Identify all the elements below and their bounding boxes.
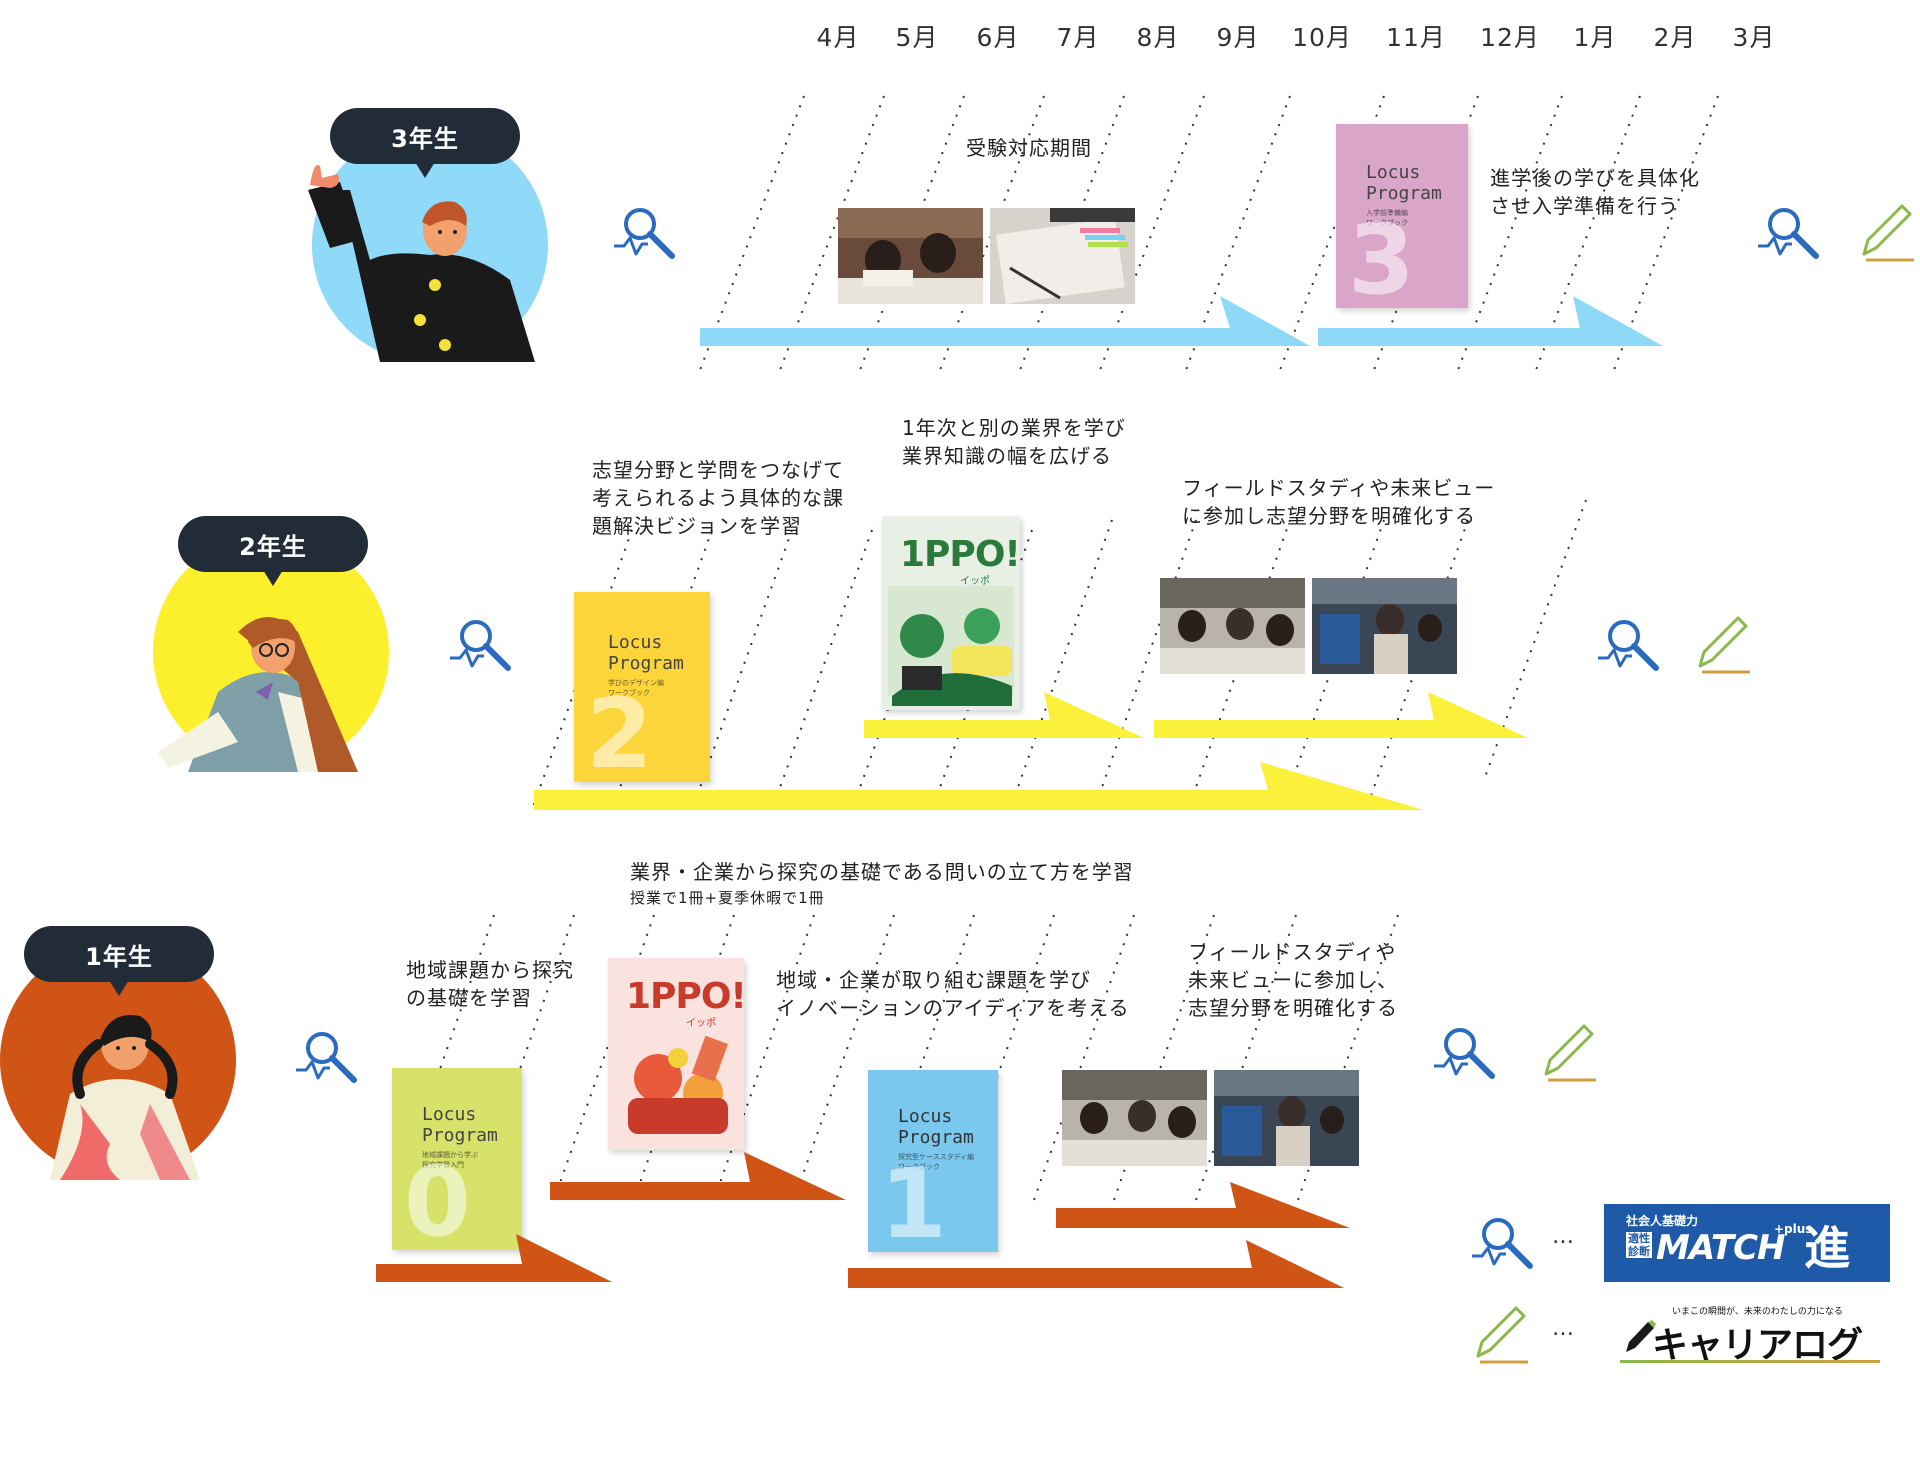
ippo-title: 1PPO! [900, 534, 1020, 575]
book-subtitle: 地域課題から学ぶ 探究学習入門 [422, 1151, 478, 1169]
grade1-field-photo-workshop [1214, 1070, 1359, 1166]
month-label: 12月 [1480, 23, 1540, 52]
book-subtitle: 学びのデザイン編 ワークブック [608, 679, 664, 697]
book-subtitle: 探究型ケーススタディ編 ワークブック [898, 1153, 975, 1171]
career-logo-pencil-icon [1626, 1320, 1656, 1352]
grade2-label: 2年生 [178, 516, 368, 586]
grade2-arrow-industry [864, 692, 1144, 738]
match-diagnosis-icon [1598, 620, 1659, 671]
month-label: 1月 [1573, 23, 1617, 52]
ippo-book-green: 1PPO! イッポ [882, 516, 1020, 710]
match-logo-tagline: 社会人基礎力 [1626, 1214, 1699, 1228]
grade2-character-illustration [153, 534, 389, 772]
legend-ellipsis: … [1552, 1224, 1576, 1249]
career-log-pencil-icon [1476, 1306, 1528, 1364]
grade2-arrow-field [1154, 692, 1528, 738]
ippo-book-pink: 1PPO! イッポ [608, 958, 744, 1150]
grade3-prep-desc: 進学後の学びを具体化 させ入学準備を行う [1490, 166, 1700, 218]
career-logo-main: キャリアログ [1652, 1325, 1863, 1366]
book-number: 0 [404, 1146, 471, 1258]
match-diagnosis-icon [296, 1032, 357, 1083]
ippo-subtitle: イッポ [960, 576, 990, 587]
grade3-exam-photo-students [838, 208, 983, 304]
ippo-green-cover-art [888, 586, 1014, 706]
month-label: 11月 [1386, 23, 1446, 52]
grade3-label: 3年生 [330, 108, 520, 178]
match-logo-kanji: 進路 [1804, 1221, 1850, 1341]
grade1-arrow-inquiry [550, 1152, 846, 1200]
month-label: 9月 [1216, 23, 1260, 52]
locus-program-book-0: Locus Program 地域課題から学ぶ 探究学習入門 0 [392, 1068, 522, 1250]
grade3-exam-photo-notebook [990, 208, 1135, 304]
ippo-pink-cover-art [628, 1035, 728, 1134]
month-label: 2月 [1653, 23, 1697, 52]
match-diagnosis-icon [614, 208, 675, 259]
grade2-field-desc: フィールドスタディや未来ビュー に参加し志望分野を明確化する [1182, 476, 1496, 528]
grade3-arrow-exam [700, 296, 1310, 346]
match-plus-logo: 社会人基礎力 適性 診断 MATCH +plus 進路 [1604, 1204, 1890, 1341]
grade3-exam-desc: 受験対応期間 [966, 136, 1092, 160]
match-diagnosis-icon [1472, 1218, 1533, 1269]
grade1-local-desc: 地域課題から探究 の基礎を学習 [406, 958, 574, 1010]
match-logo-main: MATCH [1656, 1228, 1785, 1268]
ippo-subtitle: イッポ [686, 1018, 716, 1029]
grade1-field-desc: フィールドスタディや 未来ビューに参加し、 志望分野を明確化する [1188, 940, 1398, 1020]
grade2-arrow-vision [534, 762, 1424, 810]
career-log-pencil-icon [1698, 616, 1750, 674]
month-label: 8月 [1136, 23, 1180, 52]
match-logo-side: 適性 診断 [1626, 1232, 1652, 1258]
grade2-field-photo-workshop [1312, 578, 1457, 674]
book-title: Locus Program [1366, 162, 1442, 204]
career-log-logo: いまこの瞬間が、未来のわたしの力になる キャリアログ [1620, 1304, 1888, 1366]
grade2-vision-desc: 志望分野と学問をつなげて 考えられるよう具体的な課 題解決ビジョンを学習 [592, 458, 844, 538]
career-log-pencil-icon [1862, 204, 1914, 262]
month-label: 4月 [816, 23, 860, 52]
locus-program-book-3: Locus Program 入学前準備編 ワークブック 3 [1336, 124, 1468, 308]
ippo-title: 1PPO! [626, 976, 744, 1017]
month-label: 10月 [1292, 23, 1352, 52]
grade2-industry-desc: 1年次と別の業界を学び 業界知識の幅を広げる [902, 416, 1126, 468]
locus-program-book-2: Locus Program 学びのデザイン編 ワークブック 2 [574, 592, 710, 782]
grade1-innovation-desc: 地域・企業が取り組む課題を学び イノベーションのアイディアを考える [776, 968, 1130, 1020]
grade3-character-illustration [308, 130, 548, 362]
grade1-arrow-local [376, 1234, 612, 1282]
grade1-arrow-field [1056, 1182, 1350, 1228]
book-subtitle: 入学前準備編 ワークブック [1366, 209, 1408, 227]
grade1-character-illustration [0, 944, 236, 1180]
book-title: Locus Program [422, 1104, 498, 1146]
book-number: 1 [880, 1148, 947, 1260]
book-title: Locus Program [608, 632, 684, 674]
career-logo-underline [1620, 1360, 1880, 1363]
month-label: 5月 [895, 23, 939, 52]
book-number: 3 [1348, 204, 1415, 316]
match-diagnosis-icon [1758, 208, 1819, 259]
grade1-inquiry-subdesc: 授業で1冊+夏季休暇で1冊 [630, 889, 825, 907]
grade3-arrow-prep [1318, 296, 1663, 346]
grade2-field-photo-discussion [1160, 578, 1305, 674]
grade1-field-photo-discussion [1062, 1070, 1207, 1166]
match-diagnosis-icon [1434, 1028, 1495, 1079]
book-title: Locus Program [898, 1106, 974, 1148]
grade1-arrow-innovation [848, 1240, 1344, 1288]
grade1-inquiry-desc: 業界・企業から探究の基礎である問いの立て方を学習 [630, 860, 1134, 884]
legend-ellipsis: … [1552, 1316, 1576, 1341]
month-label: 7月 [1056, 23, 1100, 52]
career-logo-tagline: いまこの瞬間が、未来のわたしの力になる [1672, 1307, 1843, 1317]
locus-program-book-1: Locus Program 探究型ケーススタディ編 ワークブック 1 [868, 1070, 998, 1252]
grade1-label: 1年生 [24, 926, 214, 996]
month-label: 3月 [1732, 23, 1776, 52]
career-log-pencil-icon [1544, 1024, 1596, 1082]
month-label: 6月 [976, 23, 1020, 52]
match-logo-plus: +plus [1774, 1222, 1813, 1236]
match-diagnosis-icon [450, 620, 511, 671]
book-number: 2 [586, 678, 653, 790]
